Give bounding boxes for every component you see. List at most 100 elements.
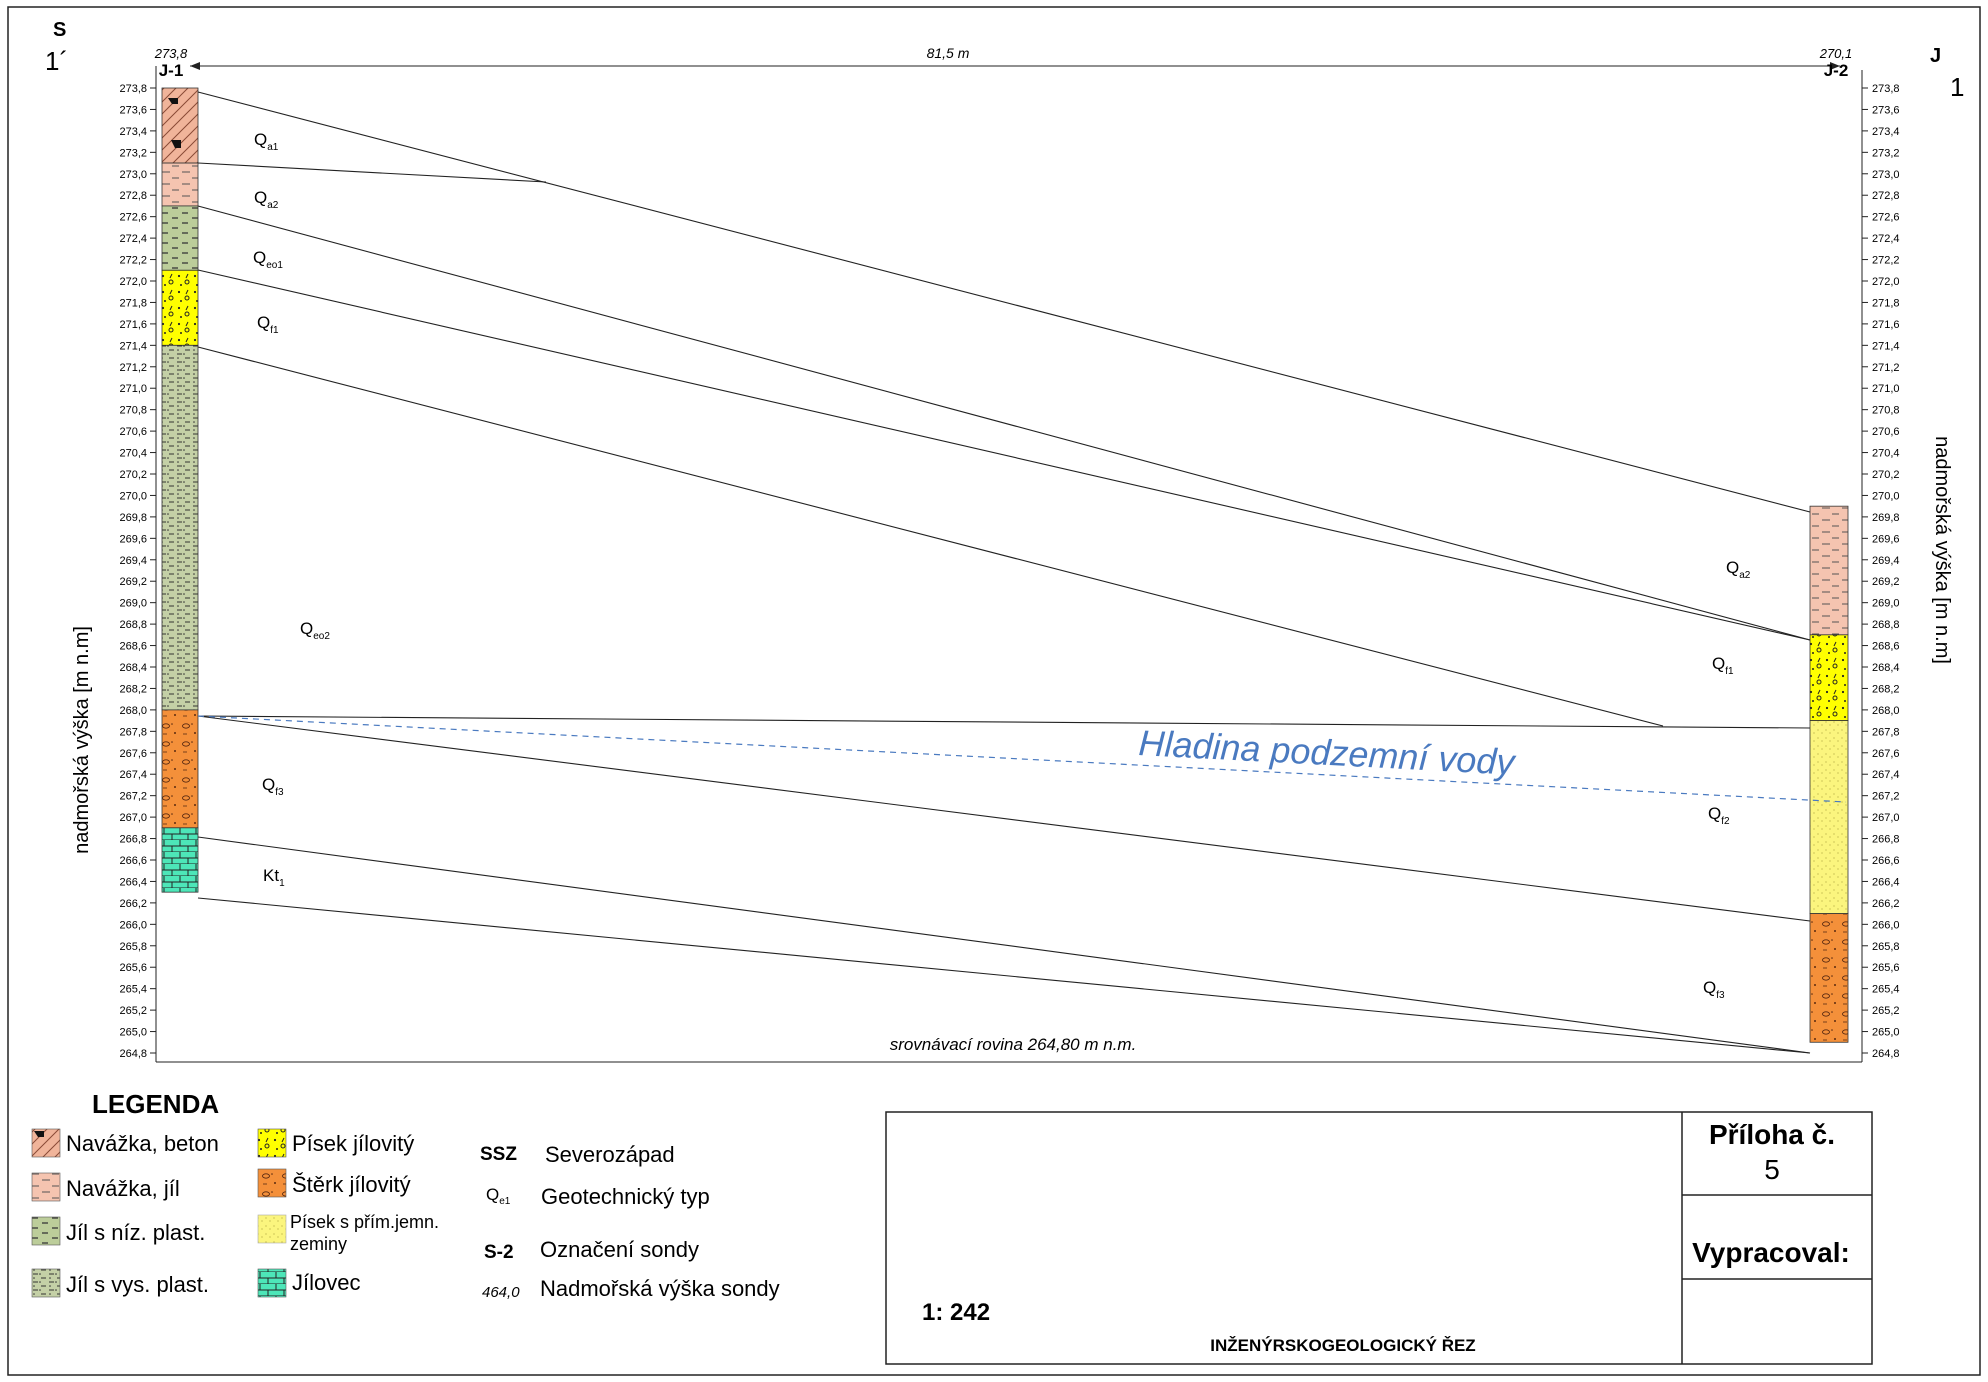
concrete-marker-icon	[168, 98, 178, 104]
axis-tick-label: 265,0	[119, 1027, 147, 1039]
axis-tick-label: 265,0	[1872, 1027, 1900, 1039]
axis-tick-label: 265,6	[1872, 962, 1900, 974]
axis-tick-label: 270,6	[1872, 426, 1900, 438]
boundary-line	[197, 346, 1664, 727]
direction-left: S	[53, 19, 66, 41]
right-elevation-axis: 264,8265,0265,2265,4265,6265,8266,0266,2…	[1862, 83, 1900, 1060]
borehole-column-j1	[161, 87, 199, 893]
borehole-elevation-j2: 270,1	[1819, 46, 1853, 61]
groundwater-line	[197, 715, 1847, 803]
axis-tick-label: 266,6	[1872, 855, 1900, 867]
boundary-line	[197, 715, 1811, 729]
zone-label: Qf1	[257, 313, 279, 336]
legend-abbr-symbol: 464,0	[482, 1284, 520, 1301]
axis-tick-label: 267,6	[119, 748, 147, 760]
axis-title-right: nadmořská výška [m n.m]	[1931, 436, 1953, 664]
boundary-line	[197, 269, 1811, 641]
legend-label: Písek jílovitý	[292, 1131, 414, 1156]
axis-tick-label: 268,6	[119, 641, 147, 653]
author-label: Vypracoval:	[1692, 1237, 1850, 1268]
concrete-marker-icon	[34, 1131, 44, 1137]
axis-tick-label: 272,2	[1872, 255, 1900, 267]
axis-tick-label: 270,8	[119, 405, 147, 417]
axis-tick-label: 266,0	[1872, 919, 1900, 931]
zone-label: Qeo1	[253, 248, 283, 271]
axis-tick-label: 264,8	[1872, 1048, 1900, 1060]
dimension-arrow-left-icon	[190, 62, 200, 70]
axis-tick-label: 273,6	[119, 104, 147, 116]
axis-tick-label: 273,6	[1872, 104, 1900, 116]
axis-title-left: nadmořská výška [m n.m]	[71, 626, 93, 854]
zone-label: Qa2	[254, 188, 279, 211]
boundary-line	[197, 836, 1811, 1054]
drawing-title: INŽENÝRSKOGEOLOGICKÝ ŘEZ	[1210, 1336, 1475, 1355]
legend-swatch-jilovec	[257, 1268, 287, 1298]
borehole-label-j2: J-2	[1824, 61, 1849, 80]
legend-swatch-pisek-jil	[257, 1128, 287, 1158]
axis-tick-label: 270,8	[1872, 405, 1900, 417]
legend-label: Jíl s vys. plast.	[66, 1272, 209, 1297]
axis-tick-label: 269,4	[1872, 555, 1900, 567]
axis-tick-label: 268,4	[1872, 662, 1900, 674]
zone-label: Qa2	[1726, 558, 1751, 581]
axis-tick-label: 266,4	[1872, 876, 1900, 888]
axis-tick-label: 270,0	[1872, 490, 1900, 502]
legend-title: LEGENDA	[92, 1089, 219, 1119]
borehole-layer-sterk-jil	[1809, 913, 1849, 1043]
axis-tick-label: 265,2	[119, 1005, 147, 1017]
axis-tick-label: 270,2	[1872, 469, 1900, 481]
axis-tick-label: 269,8	[119, 512, 147, 524]
axis-tick-label: 271,8	[119, 297, 147, 309]
axis-tick-label: 273,0	[1872, 169, 1900, 181]
axis-tick-label: 271,0	[119, 383, 147, 395]
axis-tick-label: 268,8	[119, 619, 147, 631]
boundary-line	[197, 897, 1811, 1054]
concrete-marker-icon	[171, 140, 181, 148]
axis-tick-label: 266,6	[119, 855, 147, 867]
axis-tick-label: 268,2	[119, 683, 147, 695]
legend-label: Jílovec	[292, 1270, 360, 1295]
legend-label: zeminy	[290, 1234, 347, 1254]
axis-tick-label: 273,0	[119, 169, 147, 181]
axis-tick-label: 265,4	[1872, 984, 1900, 996]
axis-tick-label: 271,4	[1872, 340, 1900, 352]
groundwater-label: Hladina podzemní vody	[1138, 722, 1518, 783]
legend-swatch-jil-niz	[31, 1216, 61, 1246]
borehole-layer-navazka-jil	[1809, 505, 1849, 636]
zone-label: Qf3	[262, 775, 284, 798]
zone-label: Kt1	[263, 866, 285, 889]
axis-tick-label: 273,8	[119, 83, 147, 95]
section-mark-right: 1	[1950, 72, 1964, 102]
borehole-layer-jil-niz	[161, 205, 199, 271]
axis-tick-label: 269,6	[119, 533, 147, 545]
legend-label: Štěrk jílovitý	[292, 1172, 411, 1197]
borehole-layer-jil-vys	[161, 344, 199, 711]
section-mark-left: 1´	[45, 46, 68, 76]
axis-tick-label: 271,2	[119, 362, 147, 374]
boundary-line	[197, 205, 1811, 641]
axis-tick-label: 272,6	[119, 212, 147, 224]
axis-tick-label: 272,8	[119, 190, 147, 202]
legend: Navážka, beton Navážka, jíl Jíl s níz. p…	[31, 1128, 780, 1301]
zone-label: Qf3	[1703, 978, 1725, 1001]
axis-tick-label: 272,0	[119, 276, 147, 288]
axis-tick-label: 271,8	[1872, 297, 1900, 309]
legend-abbr-text: Geotechnický typ	[541, 1184, 710, 1209]
axis-tick-label: 272,2	[119, 255, 147, 267]
axis-tick-label: 271,0	[1872, 383, 1900, 395]
left-elevation-axis: 264,8265,0265,2265,4265,6265,8266,0266,2…	[119, 83, 156, 1060]
axis-tick-label: 269,0	[119, 598, 147, 610]
axis-tick-label: 267,0	[1872, 812, 1900, 824]
direction-right: J	[1930, 45, 1941, 67]
axis-tick-label: 267,0	[119, 812, 147, 824]
borehole-layer-navazka-jil	[161, 162, 199, 207]
legend-abbr-text: Severozápad	[545, 1142, 675, 1167]
axis-tick-label: 265,4	[119, 984, 147, 996]
zone-label: Qa1	[254, 130, 279, 153]
boundary-line	[197, 715, 1811, 922]
legend-abbr-symbol: S-2	[484, 1242, 514, 1263]
borehole-layer-pisek-jil	[161, 269, 199, 346]
legend-swatch-sterk-jil	[257, 1168, 287, 1198]
legend-label: Písek s přím.jemn.	[290, 1212, 439, 1232]
